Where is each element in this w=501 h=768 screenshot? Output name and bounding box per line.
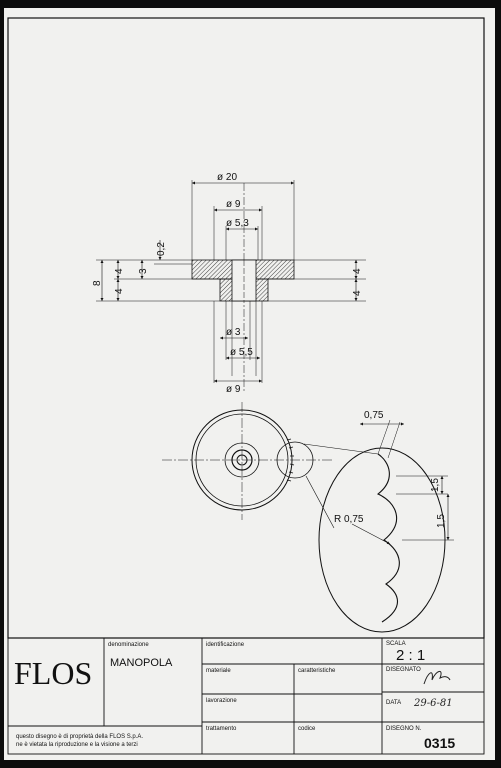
identificazione-label: identificazione <box>206 642 245 648</box>
caratteristiche-label: caratteristiche <box>298 668 336 674</box>
dim-height-0-2: 0,2 <box>156 242 167 256</box>
data-value: 29-6-81 <box>413 698 453 709</box>
dim-detail-1-5-upper: 1,5 <box>430 478 441 492</box>
dim-diameter-20: ø 20 <box>217 172 237 183</box>
drawing-sheet: ø 20 ø 9 ø 5,3 0,2 3 4 4 8 4 4 ø 3 ø 5,5… <box>4 8 495 760</box>
disegno-value: 0315 <box>424 735 455 751</box>
materiale-label: materiale <box>206 668 231 674</box>
dim-height-8: 8 <box>92 280 103 286</box>
denominazione-value: MANOPOLA <box>110 657 173 669</box>
enlarged-detail <box>318 419 454 633</box>
data-label: DATA <box>386 700 401 706</box>
flos-logo: FLOS <box>14 655 92 691</box>
denominazione-label: denominazione <box>108 642 149 648</box>
dim-right-4-upper: 4 <box>352 268 363 274</box>
dim-radius-0-75: R 0,75 <box>334 514 364 525</box>
property-notice-line-2: ne è vietata la riproduzione e la vision… <box>16 742 138 748</box>
dim-diameter-3: ø 3 <box>226 327 241 338</box>
disegno-label: DISEGNO N. <box>386 726 422 732</box>
dim-diameter-9-bottom: ø 9 <box>226 384 241 395</box>
dim-diameter-9: ø 9 <box>226 199 241 210</box>
dim-right-4-lower: 4 <box>352 290 363 296</box>
scala-label: SCALA <box>386 641 406 647</box>
lavorazione-label: lavorazione <box>206 698 237 704</box>
dim-diameter-5-3: ø 5,3 <box>226 218 249 229</box>
title-block <box>7 637 485 755</box>
technical-drawing: ø 20 ø 9 ø 5,3 0,2 3 4 4 8 4 4 ø 3 ø 5,5… <box>7 17 485 755</box>
property-notice-line-1: questo disegno è di proprietà della FLOS… <box>16 734 143 740</box>
trattamento-label: trattamento <box>206 726 237 732</box>
disegnato-label: DISEGNATO <box>386 667 421 673</box>
front-view <box>162 402 379 529</box>
drawing-frame <box>7 17 485 639</box>
scala-value: 2 : 1 <box>396 647 425 664</box>
section-view <box>96 180 366 393</box>
dim-height-3: 3 <box>138 268 149 274</box>
codice-label: codice <box>298 726 316 732</box>
dim-height-4-upper: 4 <box>114 268 125 274</box>
dim-diameter-5-5: ø 5,5 <box>230 347 253 358</box>
dim-height-4-lower: 4 <box>114 288 125 294</box>
dim-detail-0-75: 0,75 <box>364 410 384 421</box>
dim-detail-1-5-lower: 1,5 <box>436 514 447 528</box>
designer-signature <box>423 671 451 685</box>
